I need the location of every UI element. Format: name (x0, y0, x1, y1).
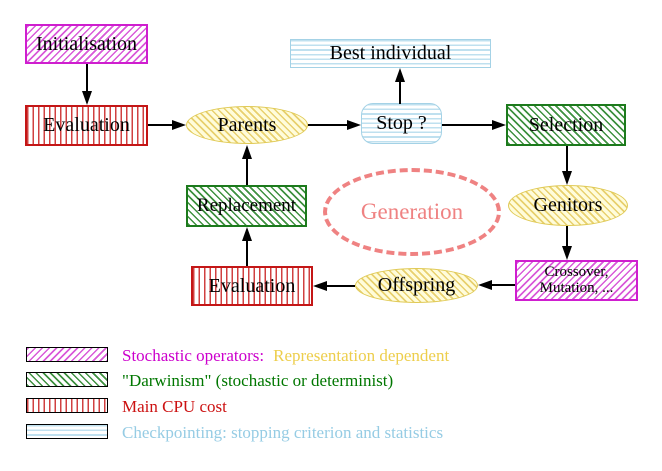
legend-swatch-stochastic-operators (26, 347, 108, 362)
legend-label-stochastic-operators: Stochastic operators: Representation depe… (122, 346, 449, 366)
arrowhead-up-icon (242, 227, 252, 241)
arrow-line (86, 64, 88, 92)
arrow-line (308, 124, 348, 126)
arrowhead-right-icon (172, 120, 186, 130)
arrow-line (148, 124, 173, 126)
node-evaluation-top: Evaluation (25, 105, 148, 146)
node-generation: Generation (323, 168, 501, 256)
node-parents-label: Parents (217, 113, 277, 136)
legend-swatch-darwinism (26, 372, 108, 387)
node-stop: Stop ? (361, 103, 442, 144)
node-offspring-label: Offspring (377, 274, 456, 296)
node-stop-label: Stop ? (376, 112, 427, 134)
node-selection: Selection (506, 104, 626, 146)
arrow-line (399, 81, 401, 104)
node-crossover-line2: Mutation, ... (539, 279, 614, 296)
node-genitors-label: Genitors (533, 194, 603, 216)
arrow-line (442, 124, 493, 126)
node-selection-label: Selection (528, 113, 604, 136)
node-replacement-label: Replacement (196, 195, 297, 217)
arrowhead-right-icon (492, 120, 506, 130)
arrow-line (246, 240, 248, 266)
arrowhead-left-icon (313, 281, 327, 291)
arrowhead-up-icon (395, 68, 405, 82)
arrow-line (246, 158, 248, 185)
arrow-line (492, 284, 515, 286)
arrow-line (566, 226, 568, 247)
node-generation-label: Generation (360, 199, 464, 224)
arrow-line (566, 146, 568, 172)
arrowhead-down-icon (82, 91, 92, 105)
legend-text-representation: Representation dependent (273, 346, 450, 365)
node-evaluation-bottom: Evaluation (191, 266, 313, 306)
arrowhead-up-icon (242, 145, 252, 159)
legend-swatch-checkpointing (26, 424, 108, 439)
node-offspring: Offspring (355, 268, 478, 303)
node-parents: Parents (186, 106, 308, 144)
legend-text-stochastic: Stochastic operators: (122, 346, 265, 365)
node-initialisation: Initialisation (25, 24, 148, 64)
arrowhead-down-icon (562, 171, 572, 185)
node-crossover-line1: Crossover, (544, 263, 609, 280)
arrowhead-down-icon (562, 246, 572, 260)
node-best-individual: Best individual (290, 39, 491, 68)
arrowhead-left-icon (478, 280, 492, 290)
legend-swatch-cpu-cost (26, 398, 108, 413)
arrow-line (327, 285, 355, 287)
node-evaluation-bottom-label: Evaluation (208, 274, 296, 297)
node-best-individual-label: Best individual (329, 42, 452, 64)
node-replacement: Replacement (186, 185, 307, 227)
node-crossover-mutation: Crossover, Mutation, ... (515, 260, 638, 301)
legend-label-checkpointing: Checkpointing: stopping criterion and st… (122, 423, 444, 442)
legend-label-darwinism: "Darwinism" (stochastic or determinist) (122, 371, 394, 390)
node-initialisation-label: Initialisation (35, 32, 138, 55)
arrowhead-right-icon (347, 120, 361, 130)
node-genitors: Genitors (508, 185, 628, 226)
node-evaluation-top-label: Evaluation (43, 114, 130, 136)
legend-label-cpu-cost: Main CPU cost (122, 397, 227, 416)
